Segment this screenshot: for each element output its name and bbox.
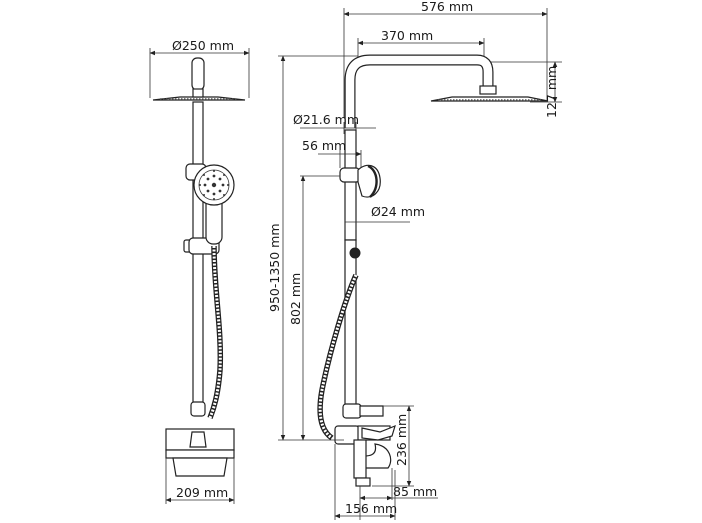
holder-offset-label: 56 mm [302,138,346,153]
spout-depth-label: 85 mm [393,484,437,499]
head-drop-label: 127 mm [544,66,559,118]
side-hand-holder [339,167,361,183]
front-view: Ø250 mm [149,38,250,504]
rail-diameter-label: Ø24 mm [371,204,425,219]
side-mixer [334,403,396,487]
overall-depth-label: 576 mm [421,0,473,14]
pipe-diameter-label: Ø21.6 mm [293,112,359,127]
side-spout [363,443,392,469]
side-mixer-column [353,439,367,479]
front-spout [172,457,228,477]
side-lower-riser [344,239,357,406]
side-mixer-lever [361,424,396,441]
side-upper-riser [344,129,357,241]
side-view: 576 mm 370 mm 127 mm Ø21.6 mm 56 mm [267,0,562,520]
front-arm-top [191,57,205,91]
height-range-label: 950-1350 mm [267,223,282,312]
side-slider-ball [349,247,361,259]
front-diverter [190,401,206,417]
mixer-height-label: 236 mm [394,414,409,466]
holder-height-label: 802 mm [288,273,303,325]
head-diameter-label: Ø250 mm [172,38,234,53]
arm-length-label: 370 mm [381,28,433,43]
front-mixer [165,401,235,477]
front-mixer-lever [189,431,207,448]
front-hand-shower [193,164,235,245]
side-diverter-knob [359,405,384,417]
side-shower-arm [345,55,493,128]
base-width-label: 209 mm [176,485,228,500]
front-shower-head [152,57,246,101]
mixer-depth-label: 156 mm [345,501,397,516]
